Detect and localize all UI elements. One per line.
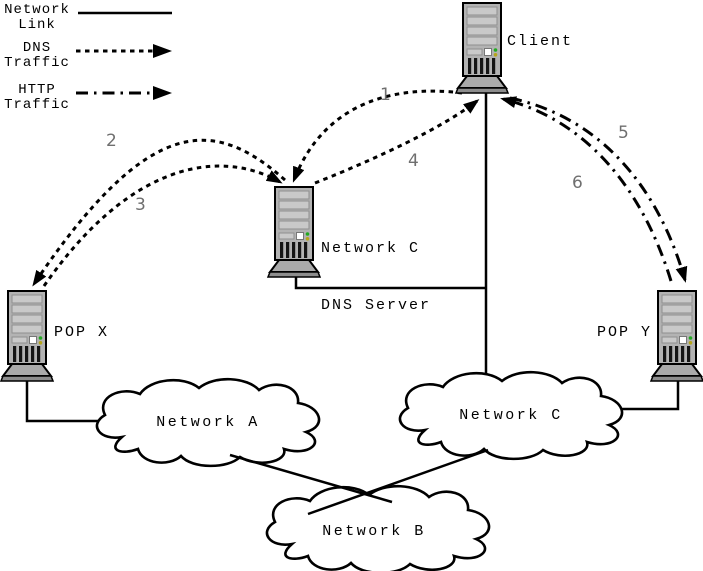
dns-arrow-step1: [292, 89, 463, 183]
pop-y-label: POP Y: [597, 324, 653, 341]
flow-step-4: 4: [408, 151, 419, 171]
dns-server-label-line2: DNS Server: [321, 297, 432, 314]
cloud-cross-links: [229, 448, 489, 516]
flow-step-1: 1: [380, 85, 391, 105]
dns-traffic-arrows: [32, 89, 480, 287]
client-label: Client: [507, 33, 574, 50]
server-tower-icon: [0, 290, 55, 382]
flow-step-5: 5: [618, 123, 629, 143]
network-b-label: Network B: [322, 523, 426, 540]
legend-item-network-link: Network Link: [0, 3, 74, 33]
network-c-label: Network C: [459, 407, 563, 424]
dns-arrow-step4: [314, 99, 480, 185]
http-traffic-arrows: [500, 96, 688, 283]
link-popy-networkC: [600, 380, 680, 411]
legend-item-http-traffic: HTTP Traffic: [0, 83, 74, 113]
flow-step-2: 2: [106, 131, 117, 151]
client-server-node: [454, 2, 510, 94]
dns-server-label: Network C DNS Server: [321, 201, 431, 353]
link-networkC-networkB: [307, 448, 489, 516]
link-networkA-networkB: [229, 453, 393, 504]
legend-http-traffic-line1: HTTP: [18, 82, 56, 98]
network-link-lines: [25, 92, 680, 423]
dns-arrow-step2: [32, 138, 286, 287]
network-a-label: Network A: [156, 414, 260, 431]
server-tower-icon: [266, 186, 322, 278]
legend-network-link-line1: Network: [4, 2, 70, 18]
legend-dns-arrowhead-icon: [153, 44, 172, 58]
legend-dns-traffic-line2: Traffic: [4, 55, 70, 71]
legend-http-traffic-line2: Traffic: [4, 97, 70, 113]
dns-arrow-step3: [42, 164, 283, 287]
link-dnsserver-networkC: [294, 276, 486, 290]
link-popx-networkA: [25, 380, 110, 423]
http-arrow-step5: [509, 96, 688, 283]
pop-x-label: POP X: [54, 324, 110, 341]
server-tower-icon: [454, 2, 510, 94]
flow-step-6: 6: [572, 173, 583, 193]
http-arrow-step6: [500, 96, 673, 282]
legend-network-link-line2: Link: [18, 17, 56, 33]
flow-step-3: 3: [135, 195, 146, 215]
legend-item-dns-traffic: DNS Traffic: [0, 41, 74, 71]
dns-server-label-line1: Network C: [321, 240, 421, 257]
legend-http-arrowhead-icon: [153, 86, 172, 100]
pop-y-server-node: [649, 290, 703, 382]
dns-server-node: [266, 186, 322, 278]
pop-x-server-node: [0, 290, 55, 382]
legend-dns-traffic-line1: DNS: [22, 40, 52, 56]
server-tower-icon: [649, 290, 703, 382]
legend-line-samples: [76, 11, 172, 95]
